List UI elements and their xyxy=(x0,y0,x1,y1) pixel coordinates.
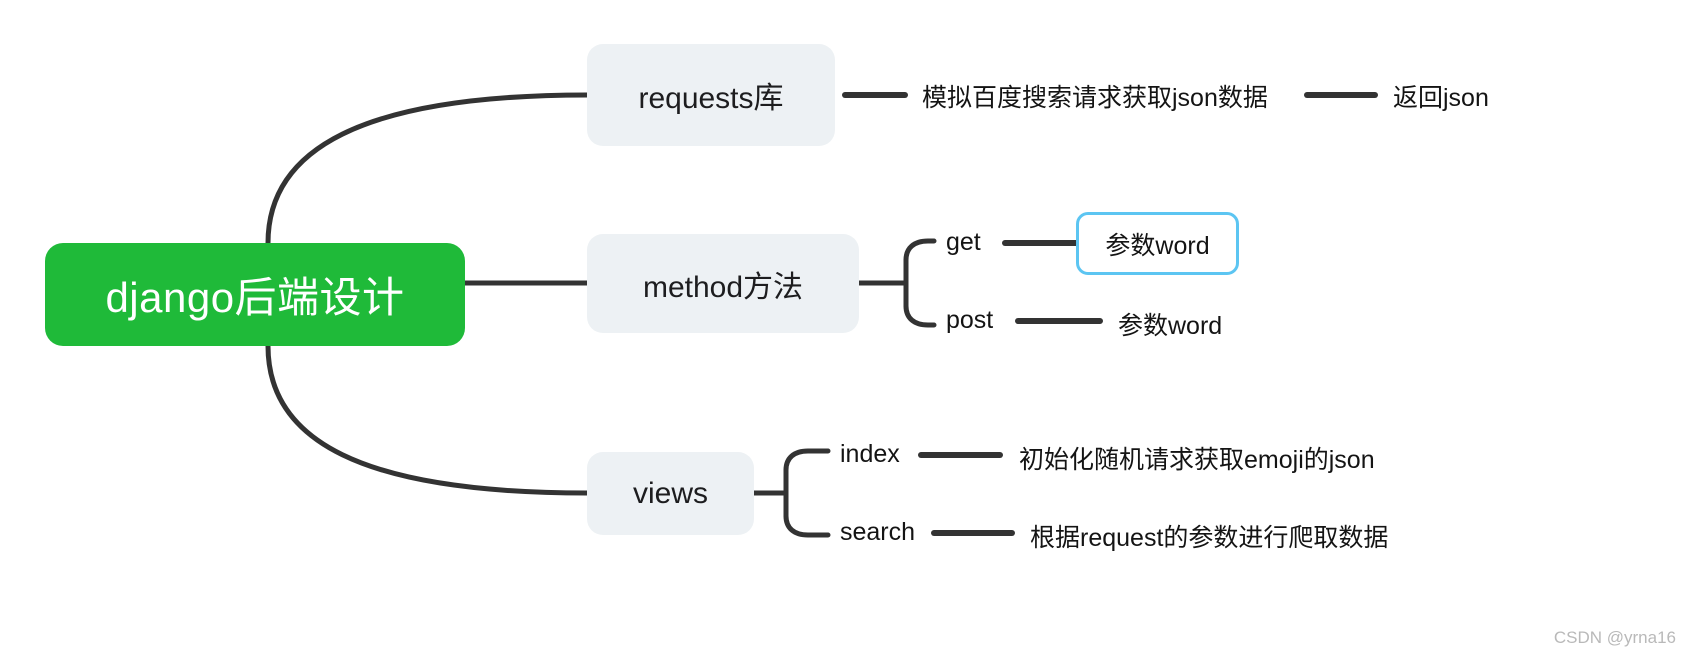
branch-node-requests[interactable]: requests库 xyxy=(587,44,835,146)
leaf-method-get[interactable]: get xyxy=(946,228,981,257)
root-node-label: django后端设计 xyxy=(105,274,405,321)
selected-node-get-param-label: 参数word xyxy=(1105,231,1210,260)
leaf-views-search-detail-label: 根据request的参数进行爬取数据 xyxy=(1030,524,1389,552)
branch-node-requests-label: requests库 xyxy=(638,82,784,115)
leaf-views-index[interactable]: index xyxy=(840,440,900,469)
leaf-method-post-label: post xyxy=(946,306,994,334)
leaf-method-post-param-label: 参数word xyxy=(1118,312,1223,340)
leaf-views-index-detail-label: 初始化随机请求获取emoji的json xyxy=(1019,446,1375,474)
leaf-method-get-label: get xyxy=(946,228,981,256)
leaf-views-index-detail[interactable]: 初始化随机请求获取emoji的json xyxy=(1019,440,1375,476)
leaf-method-post-param[interactable]: 参数word xyxy=(1118,306,1222,342)
branch-node-views-label: views xyxy=(632,476,708,510)
leaf-requests-return[interactable]: 返回json xyxy=(1393,78,1489,114)
leaf-requests-return-label: 返回json xyxy=(1393,84,1489,112)
branch-node-method-label: method方法 xyxy=(642,270,804,304)
leaf-views-index-label: index xyxy=(840,440,900,468)
leaf-requests-detail[interactable]: 模拟百度搜索请求获取json数据 xyxy=(922,78,1268,114)
leaf-requests-detail-label: 模拟百度搜索请求获取json数据 xyxy=(922,84,1268,112)
leaf-views-search-label: search xyxy=(840,518,916,546)
branch-node-method[interactable]: method方法 xyxy=(587,234,859,333)
root-node[interactable]: django后端设计 xyxy=(45,243,465,346)
watermark: CSDN @yrna16 xyxy=(1553,628,1676,647)
leaf-views-search[interactable]: search xyxy=(840,518,915,547)
branch-node-views[interactable]: views xyxy=(587,452,754,535)
leaf-views-search-detail[interactable]: 根据request的参数进行爬取数据 xyxy=(1030,518,1388,554)
leaf-method-post[interactable]: post xyxy=(946,306,993,335)
selected-node-get-param[interactable]: 参数word xyxy=(1076,212,1239,275)
